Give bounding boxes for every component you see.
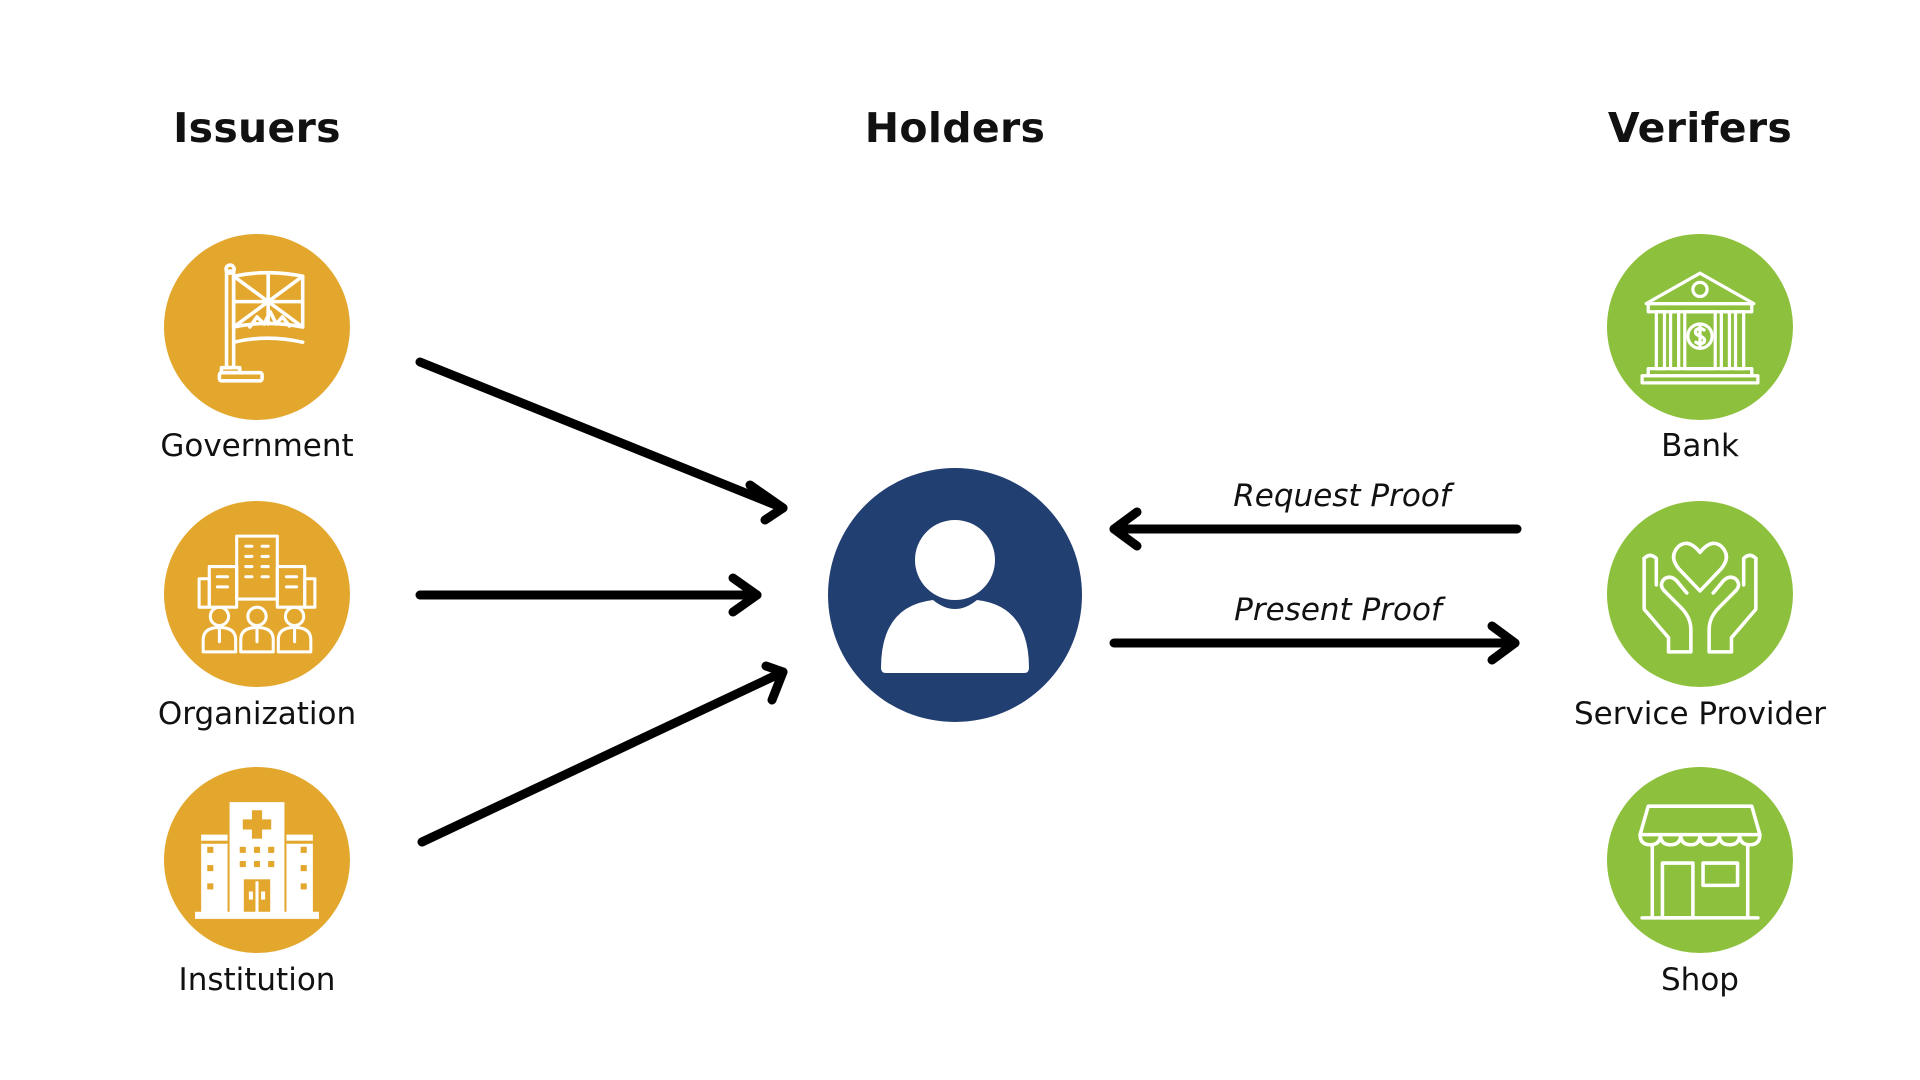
issuer-institution-circle — [164, 767, 350, 953]
bank-icon — [1640, 271, 1760, 385]
verifier-bank-circle — [1607, 234, 1793, 420]
present-proof-label: Present Proof — [1234, 592, 1442, 628]
issuer-government-circle — [164, 234, 350, 420]
request-proof-label: Request Proof — [1233, 478, 1451, 514]
issuers-heading: Issuers — [173, 104, 341, 152]
holder-circle — [828, 468, 1082, 722]
office-building-people-icon — [197, 534, 317, 654]
verifier-bank-label: Bank — [1661, 428, 1739, 464]
verifier-service-provider-label: Service Provider — [1573, 696, 1827, 732]
organization-arrow-head — [728, 573, 762, 617]
hospital-icon — [195, 802, 319, 919]
issuer-organization-label: Organization — [157, 696, 357, 732]
present-proof-arrow-head — [1487, 621, 1520, 665]
verifier-service-provider-circle — [1607, 501, 1793, 687]
storefront-icon — [1638, 804, 1762, 920]
issuer-government-label: Government — [160, 428, 354, 464]
verifier-shop-label: Shop — [1661, 962, 1739, 998]
verifiers-heading: Verifers — [1607, 104, 1793, 152]
government-arrow-head — [745, 480, 788, 525]
request-proof-arrow-head — [1109, 507, 1142, 551]
flag-icon — [217, 263, 305, 383]
user-icon — [881, 516, 1029, 673]
verifier-shop-circle — [1607, 767, 1793, 953]
government-to-holder-arrow — [415, 357, 788, 513]
institution-arrow-head — [761, 661, 788, 705]
hands-heart-icon — [1642, 541, 1758, 654]
issuer-organization-circle — [164, 501, 350, 687]
holders-heading: Holders — [864, 104, 1046, 152]
issuer-institution-label: Institution — [178, 962, 336, 998]
institution-to-holder-arrow — [417, 667, 788, 847]
